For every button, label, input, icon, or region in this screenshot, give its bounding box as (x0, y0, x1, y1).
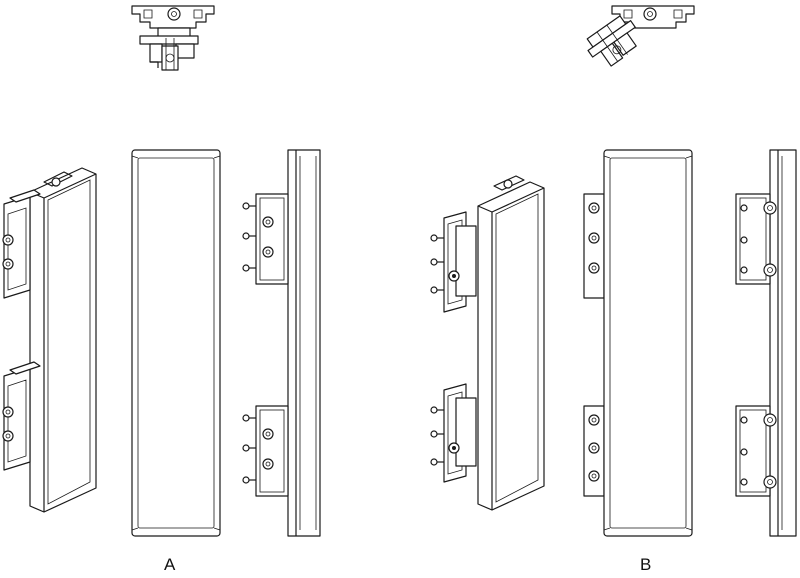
panel-b-perspective (430, 175, 545, 511)
panel-b-side (735, 149, 797, 537)
panel-a-side (242, 149, 321, 537)
panel-a-perspective (2, 167, 97, 513)
panel-b-front (583, 149, 693, 537)
cross-section-b (586, 5, 695, 67)
cross-section-a (131, 5, 215, 71)
label-a: A (164, 555, 176, 574)
label-b: B (640, 555, 652, 574)
panel-a-front (131, 149, 221, 537)
